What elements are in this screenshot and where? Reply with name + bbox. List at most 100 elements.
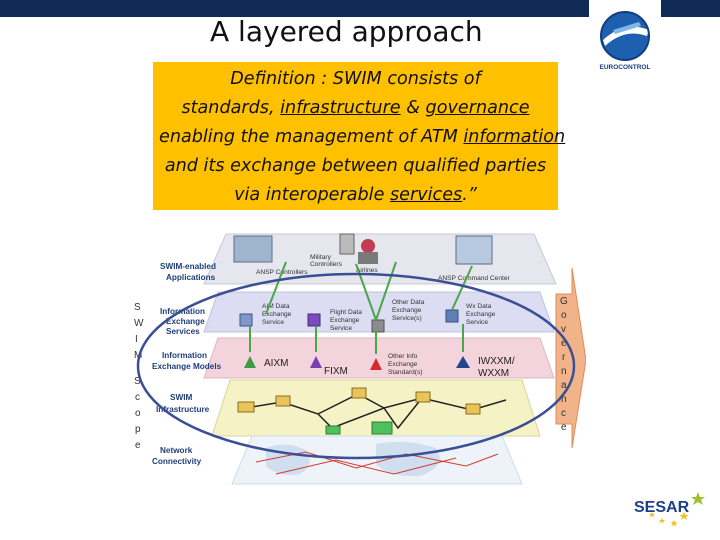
governance-letter: e bbox=[561, 422, 567, 433]
swim-layer-diagram: ANSP Controllers Military Controllers Ai… bbox=[134, 233, 586, 485]
scope-letter: o bbox=[135, 408, 141, 419]
model-aixm-label: AIXM bbox=[264, 358, 288, 369]
apps-airlines-label: Airlines bbox=[356, 267, 378, 274]
military-controllers-icon bbox=[339, 233, 355, 255]
node-icon bbox=[351, 387, 367, 399]
apps-military-label-1: Military bbox=[310, 254, 332, 261]
other-service-cube-icon bbox=[371, 319, 385, 333]
service-other-label-1: Other Data bbox=[392, 299, 425, 306]
service-aim-label-1: AIM Data bbox=[262, 303, 290, 310]
label-information-2: Information bbox=[162, 351, 207, 360]
definition-line-4: and its exchange between qualified parti… bbox=[164, 156, 547, 176]
service-flight-label-1: Flight Data bbox=[330, 309, 362, 316]
governance-letter: v bbox=[561, 324, 566, 335]
governance-letter: G bbox=[560, 296, 568, 307]
scope-letter: S bbox=[134, 302, 141, 313]
term-infrastructure: infrastructure bbox=[280, 98, 401, 118]
governance-letter: a bbox=[561, 380, 567, 391]
aixm-triangle-icon bbox=[244, 356, 256, 368]
definition-line-1: Definition : SWIM consists of bbox=[230, 69, 481, 89]
service-other-label-2: Exchange bbox=[392, 307, 422, 314]
governance-arrow bbox=[555, 267, 586, 449]
governance-letter: e bbox=[561, 338, 567, 349]
model-other-label-3: Standard(s) bbox=[388, 369, 422, 376]
iwxxm-triangle-icon bbox=[456, 356, 470, 368]
map-continent-icon bbox=[266, 444, 310, 475]
ansp-controllers-icon bbox=[233, 235, 273, 263]
scope-letter: W bbox=[134, 318, 144, 329]
term-services: services bbox=[390, 185, 463, 205]
command-center-icon bbox=[455, 235, 493, 265]
service-wx-label-2: Exchange bbox=[466, 311, 496, 318]
node-icon bbox=[275, 395, 291, 407]
governance-column: G o v e r n a n c e bbox=[560, 296, 568, 433]
governance-letter: n bbox=[561, 366, 567, 377]
scope-letter: p bbox=[135, 424, 141, 435]
service-flight-label-2: Exchange bbox=[330, 317, 360, 324]
service-other-label-3: Service(s) bbox=[392, 315, 422, 322]
sesar-stars-icon bbox=[649, 492, 705, 527]
node-icon bbox=[371, 421, 393, 435]
model-fixm-label: FIXM bbox=[324, 366, 348, 377]
logo-panel bbox=[589, 0, 661, 82]
eurocontrol-logo-text: EUROCONTROL bbox=[599, 64, 651, 71]
service-aim-label-3: Service bbox=[262, 319, 284, 326]
top-bar bbox=[0, 0, 720, 17]
definition-line-3: enabling the management of ATM informati… bbox=[159, 127, 566, 147]
label-swim: SWIM bbox=[170, 393, 192, 402]
airlines-desk-icon bbox=[358, 252, 378, 264]
service-wx-label-3: Service bbox=[466, 319, 488, 326]
exchange-arrow bbox=[375, 261, 397, 321]
service-wx-label-1: Wx Data bbox=[466, 303, 492, 310]
label-connectivity: Connectivity bbox=[152, 457, 202, 466]
model-iwxxm-label-2: WXXM bbox=[478, 368, 509, 379]
model-other-label-2: Exchange bbox=[388, 361, 418, 368]
apps-military-label-2: Controllers bbox=[310, 261, 343, 268]
label-exchange: Exchange bbox=[166, 317, 205, 326]
label-infrastructure: Infrastructure bbox=[156, 405, 210, 414]
infrastructure-link bbox=[317, 397, 423, 430]
airlines-person-icon bbox=[361, 239, 375, 253]
network-link bbox=[275, 457, 457, 475]
model-iwxxm-label-1: IWXXM/ bbox=[478, 356, 515, 367]
exchange-arrow bbox=[451, 265, 473, 311]
service-aim-label-2: Exchange bbox=[262, 311, 292, 318]
scope-letter: e bbox=[135, 440, 141, 451]
label-services: Services bbox=[166, 327, 200, 336]
definition-box: Definition : SWIM consists of standards,… bbox=[153, 62, 566, 210]
exchange-arrow bbox=[265, 261, 287, 315]
governance-letter: c bbox=[561, 408, 566, 419]
aim-service-cube-icon bbox=[239, 313, 253, 327]
node-icon bbox=[465, 403, 481, 415]
node-icon bbox=[237, 401, 255, 413]
governance-letter: r bbox=[562, 352, 566, 363]
scope-letter: S bbox=[134, 376, 141, 387]
model-other-label-1: Other Info bbox=[388, 353, 418, 360]
wx-service-cube-icon bbox=[445, 309, 459, 323]
eurocontrol-logo-icon bbox=[600, 11, 650, 61]
term-governance: governance bbox=[425, 98, 530, 118]
service-flight-label-3: Service bbox=[330, 325, 352, 332]
label-network: Network bbox=[160, 446, 193, 455]
governance-letter: o bbox=[561, 310, 567, 321]
definition-line-5: via interoperable services.” bbox=[234, 185, 477, 205]
label-swim-enabled: SWIM-enabled bbox=[160, 262, 216, 271]
apps-command-center-label: ANSP Command Center bbox=[438, 275, 511, 282]
scope-letter: c bbox=[135, 392, 140, 403]
fixm-triangle-icon bbox=[310, 356, 322, 368]
governance-letter: n bbox=[561, 394, 567, 405]
flight-service-cube-icon bbox=[307, 313, 321, 327]
node-icon bbox=[325, 425, 341, 435]
infrastructure-layer bbox=[211, 379, 541, 437]
scope-letter: I bbox=[135, 334, 138, 345]
map-continent-icon bbox=[376, 441, 440, 477]
term-information: information bbox=[463, 127, 566, 147]
other-standard-triangle-icon bbox=[370, 358, 382, 370]
label-applications: Applications bbox=[166, 273, 216, 282]
definition-line-2: standards, infrastructure & governance bbox=[181, 98, 530, 118]
label-exchange-models: Exchange Models bbox=[152, 362, 222, 371]
sesar-logo-text: SESAR bbox=[634, 499, 690, 516]
node-icon bbox=[415, 391, 431, 403]
slide-title: A layered approach bbox=[210, 15, 483, 48]
swim-scope-ellipse bbox=[136, 272, 576, 460]
